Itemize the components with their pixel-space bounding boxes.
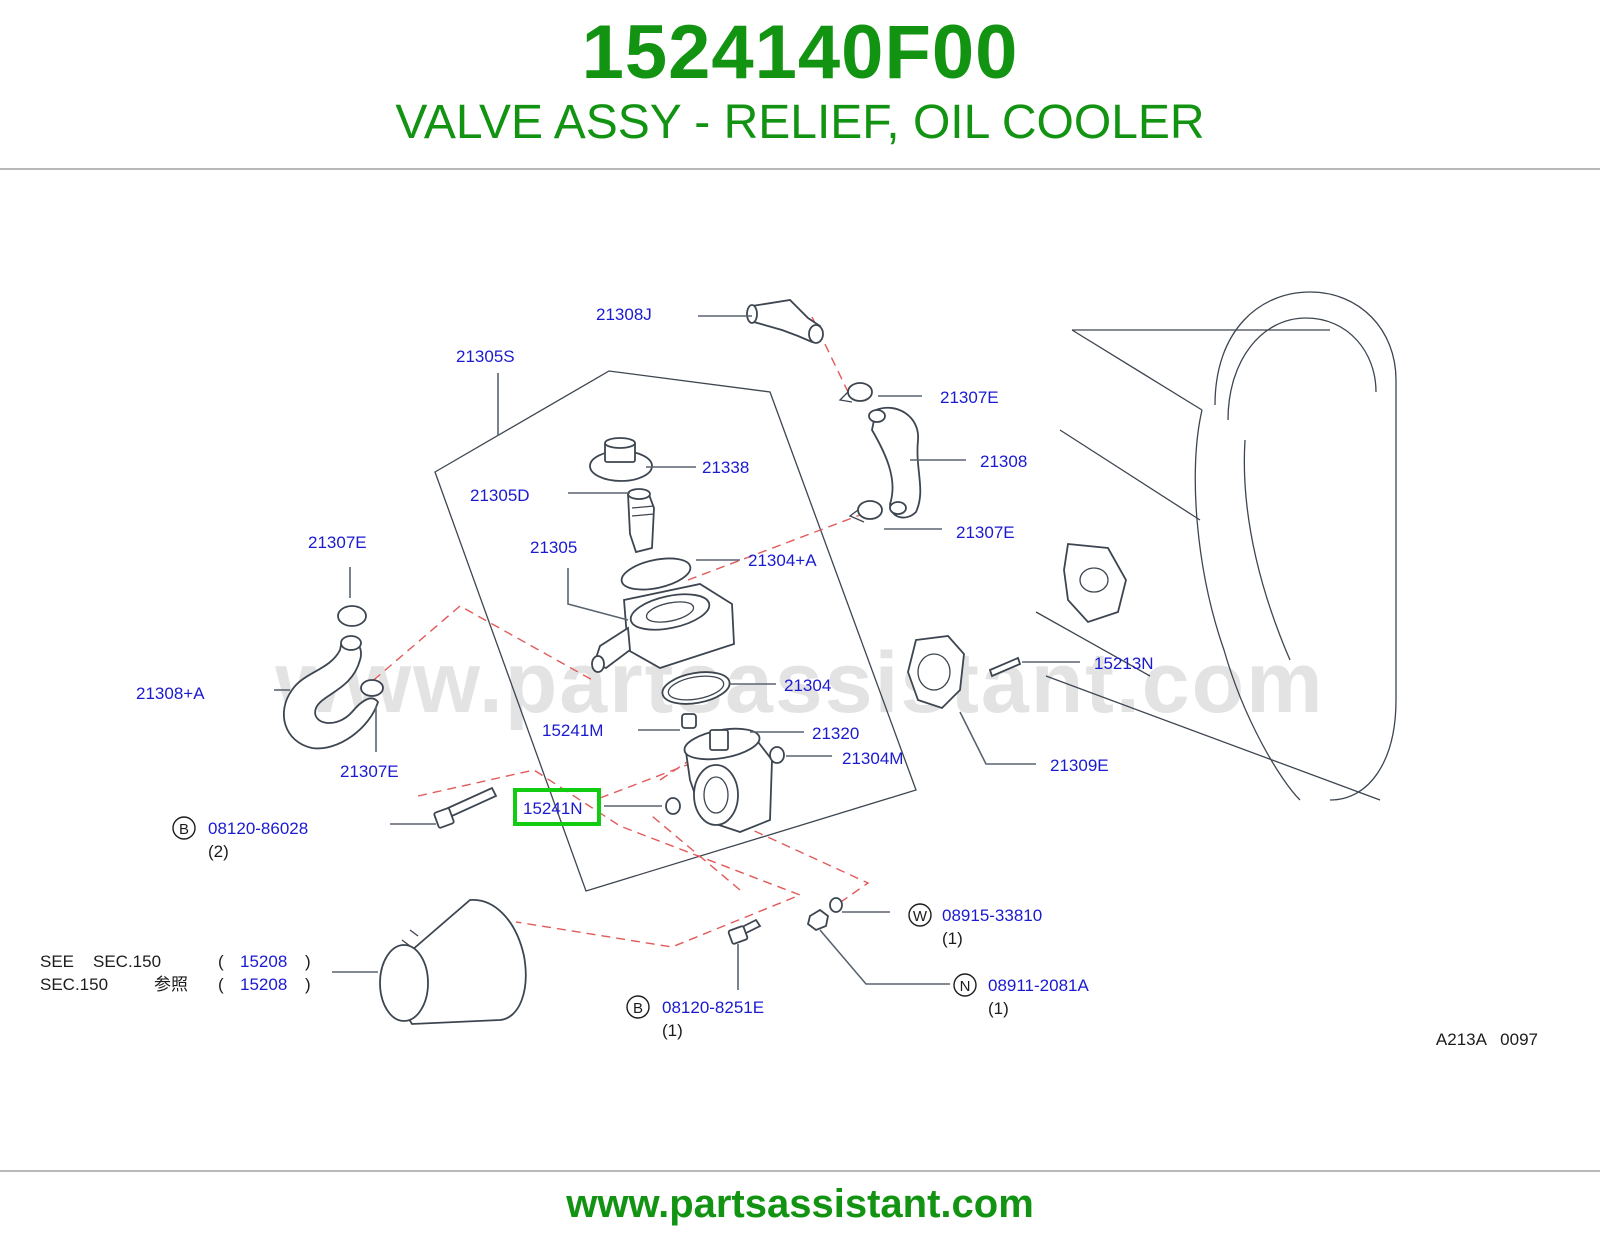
watermark-text: www.partsassistant.com [274,635,1324,731]
callout-15241m[interactable]: 15241M [542,721,603,740]
clamp-21307e-left [337,605,367,627]
see-note-sanshou: 参照 [154,975,188,994]
callout-15208-a[interactable]: 15208 [240,952,287,971]
hose-21308 [868,406,922,519]
pump-cover [1063,543,1127,624]
see-note-paren-close-1: ) [305,952,311,971]
part-description: VALVE ASSY - RELIEF, OIL COOLER [395,96,1205,149]
marker-n: N [953,973,977,997]
hose-21308a [283,635,379,750]
oil-filter-15208 [379,899,527,1025]
bolt-08120-86028 [433,786,498,829]
relief-valve-15241n [665,797,681,815]
callout-21320[interactable]: 21320 [812,724,859,743]
callout-15241n[interactable]: 15241N [523,799,583,818]
callout-21307e-top[interactable]: 21307E [940,388,999,407]
see-note-sec-2: SEC.150 [40,975,108,994]
header-divider [0,168,1600,170]
see-note-paren-open-1: ( [218,952,224,971]
elbow-pipe-21308j [746,299,824,344]
gasket-21304 [661,671,731,705]
assembly-alignment-lines [361,316,870,948]
see-note-paren-open-2: ( [218,975,224,994]
nut-08911-2081a [806,908,829,932]
marker-w: W [908,903,932,927]
callout-labels: 21308J 21305S 21307E 21338 21308 21305D … [136,305,1154,1017]
see-note-paren-close-2: ) [305,975,311,994]
callout-08911-2081a[interactable]: 08911-2081A [988,976,1089,995]
callout-21304[interactable]: 21304 [784,676,831,695]
oil-cooler-assembly-frame [434,370,917,892]
exploded-view-svg: .lk { stroke:#5a6470; stroke-width:1.6; … [40,291,1538,1049]
see-note-see: SEE [40,952,74,971]
marker-b-2-letter: B [633,1000,643,1017]
quantity-08911-2081a: (1) [988,999,1009,1018]
callout-15213n[interactable]: 15213N [1094,654,1154,673]
callout-21304a[interactable]: 21304+A [748,551,817,570]
marker-n-letter: N [960,978,971,995]
see-note-sec-1: SEC.150 [93,952,161,971]
callout-15208-b[interactable]: 15208 [240,975,287,994]
quantity-08120-8251e: (1) [662,1021,683,1040]
footer-divider [0,1170,1600,1172]
callout-08120-8251e[interactable]: 08120-8251E [662,998,764,1017]
callout-21305d[interactable]: 21305D [470,486,530,505]
callout-08915-33810[interactable]: 08915-33810 [942,906,1042,925]
header: 1524140F00 VALVE ASSY - RELIEF, OIL COOL… [0,0,1600,170]
marker-b-2: B [626,995,650,1019]
callout-21308a[interactable]: 21308+A [136,684,205,703]
callout-21308[interactable]: 21308 [980,452,1027,471]
washer-08915-33810 [829,897,843,913]
callout-08120-86028[interactable]: 08120-86028 [208,819,308,838]
engine-block-outline [1035,291,1397,801]
stud-15213n [988,656,1022,678]
highlight-box-15241n [513,788,601,826]
oil-cooler-21305 [591,583,735,673]
plug-15241m [681,713,697,729]
marker-b-1: B [172,816,196,840]
gasket-21309e [907,635,965,710]
marker-b-1-letter: B [179,821,189,838]
callout-21305s[interactable]: 21305S [456,347,515,366]
clamp-21307e-top [838,382,873,403]
diagram-code: A213A 0097 [1436,1030,1538,1049]
clamp-21307e-mid [848,500,883,523]
callout-21307e-left[interactable]: 21307E [308,533,367,552]
callout-21307e-mid[interactable]: 21307E [956,523,1015,542]
quantity-08915-33810: (1) [942,929,963,948]
callout-21304m[interactable]: 21304M [842,749,903,768]
clamp-21307e-low [360,679,384,697]
callout-21309e[interactable]: 21309E [1050,756,1109,775]
see-section-note: SEE SEC.150 ( ) SEC.150 参照 ( ) [40,952,311,994]
valve-21305d [627,488,655,554]
quantity-08120-86028: (2) [208,842,229,861]
cap-21338 [589,437,653,482]
leader-lines [274,315,1080,990]
bolt-08120-8251e [727,918,762,945]
o-ring-21304m [769,746,785,764]
callout-21307e-low[interactable]: 21307E [340,762,399,781]
callout-21338[interactable]: 21338 [702,458,749,477]
marker-w-letter: W [913,908,928,925]
housing-21320 [683,727,773,833]
callout-21305[interactable]: 21305 [530,538,577,557]
footer-website-link[interactable]: www.partsassistant.com [566,1182,1034,1226]
part-number-title: 1524140F00 [581,10,1019,95]
callout-21308j[interactable]: 21308J [596,305,652,324]
o-ring-21304a [620,557,692,591]
parts-diagram: .lk { stroke:#5a6470; stroke-width:1.6; … [0,170,1600,1170]
